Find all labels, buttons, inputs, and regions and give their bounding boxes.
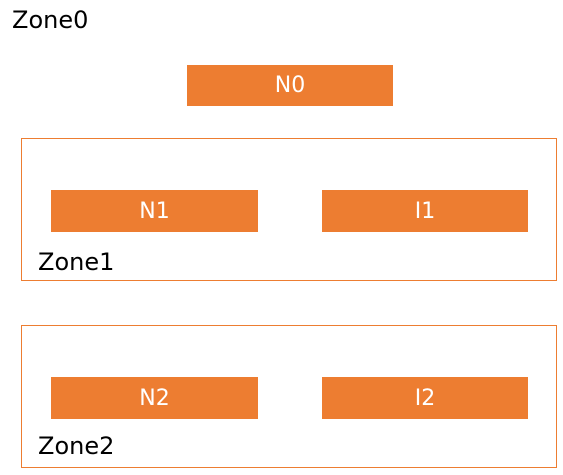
zone1-label: Zone1 [38,248,115,276]
node-i2[interactable]: I2 [322,377,528,419]
node-n2[interactable]: N2 [51,377,258,419]
node-i1-label: I1 [414,198,436,224]
zone2-container [21,325,557,468]
zone2-label: Zone2 [38,432,115,460]
node-n2-label: N2 [139,385,170,411]
zone1-container [21,138,557,281]
node-i1[interactable]: I1 [322,190,528,232]
node-n0[interactable]: N0 [187,65,393,106]
zone0-label: Zone0 [12,6,89,34]
node-n0-label: N0 [274,73,306,98]
node-n1[interactable]: N1 [51,190,258,232]
node-n1-label: N1 [139,198,170,224]
node-i2-label: I2 [414,385,436,411]
